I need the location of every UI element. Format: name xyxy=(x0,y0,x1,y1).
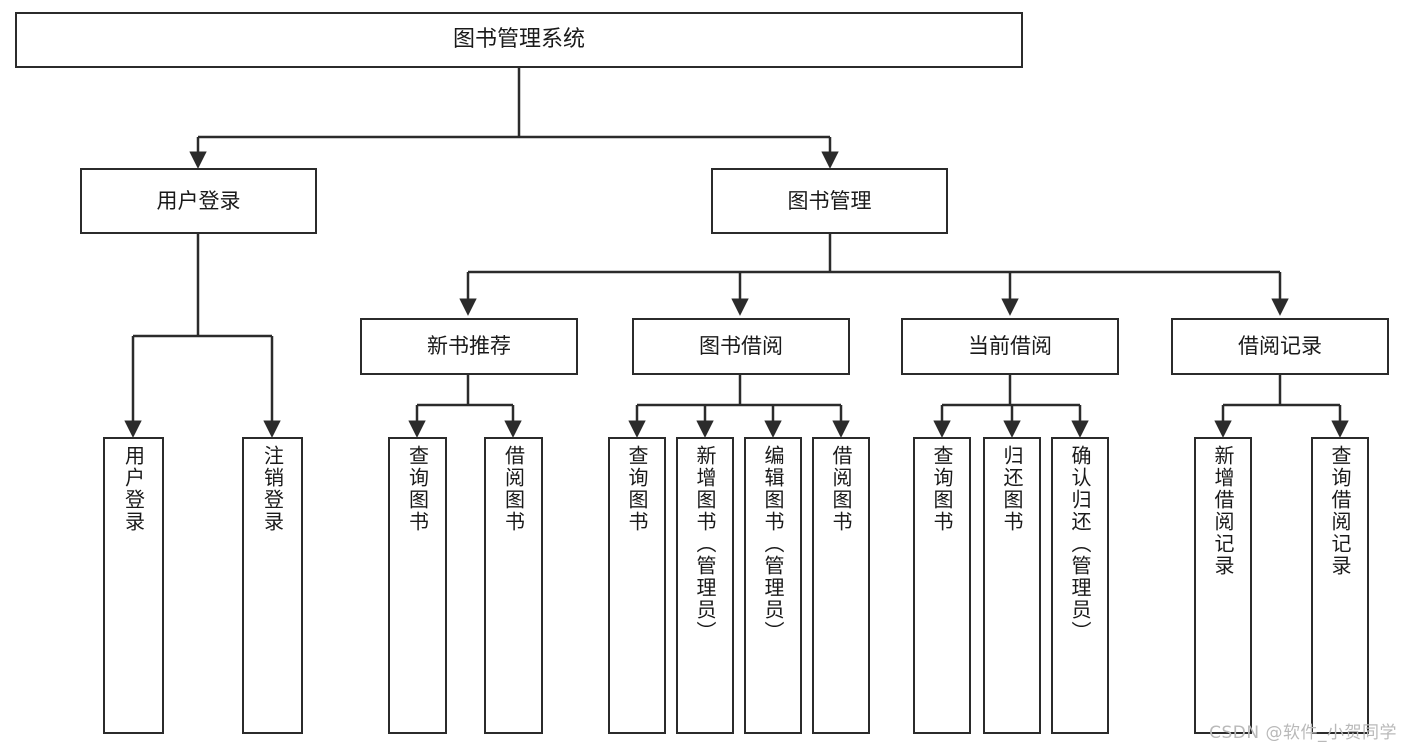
node-leaf-borrow-book-1-label: 借阅图书 xyxy=(501,445,526,533)
node-user-login[interactable]: 用户登录 xyxy=(80,168,317,234)
node-leaf-query-book-2[interactable]: 查询图书 xyxy=(608,437,666,734)
node-book-manage[interactable]: 图书管理 xyxy=(711,168,948,234)
node-book-borrow[interactable]: 图书借阅 xyxy=(632,318,850,375)
node-leaf-add-record[interactable]: 新增借阅记录 xyxy=(1194,437,1252,734)
node-leaf-confirm-return-label: 确认归还（管理员） xyxy=(1068,445,1092,643)
node-leaf-query-book-1[interactable]: 查询图书 xyxy=(388,437,447,734)
node-book-manage-label: 图书管理 xyxy=(787,188,872,213)
node-borrow-record-label: 借阅记录 xyxy=(1238,334,1322,359)
node-leaf-user-login[interactable]: 用户登录 xyxy=(103,437,164,734)
node-leaf-edit-book-label: 编辑图书（管理员） xyxy=(761,445,785,643)
node-leaf-logout[interactable]: 注销登录 xyxy=(242,437,303,734)
node-user-login-label: 用户登录 xyxy=(156,188,241,213)
node-leaf-query-book-3[interactable]: 查询图书 xyxy=(913,437,971,734)
node-current-borrow-label: 当前借阅 xyxy=(968,334,1052,359)
node-leaf-confirm-return[interactable]: 确认归还（管理员） xyxy=(1051,437,1109,734)
node-leaf-user-login-label: 用户登录 xyxy=(121,445,146,533)
node-root-label: 图书管理系统 xyxy=(452,27,585,53)
node-new-book-rec[interactable]: 新书推荐 xyxy=(360,318,578,375)
node-leaf-return-book-label: 归还图书 xyxy=(1000,445,1024,533)
node-leaf-add-book[interactable]: 新增图书（管理员） xyxy=(676,437,734,734)
node-current-borrow[interactable]: 当前借阅 xyxy=(901,318,1119,375)
node-book-borrow-label: 图书借阅 xyxy=(699,334,783,359)
node-root[interactable]: 图书管理系统 xyxy=(15,12,1023,68)
node-leaf-query-record[interactable]: 查询借阅记录 xyxy=(1311,437,1369,734)
node-leaf-query-book-3-label: 查询图书 xyxy=(930,445,954,533)
node-leaf-return-book[interactable]: 归还图书 xyxy=(983,437,1041,734)
node-leaf-query-record-label: 查询借阅记录 xyxy=(1328,445,1352,577)
node-leaf-query-book-2-label: 查询图书 xyxy=(625,445,649,533)
node-leaf-borrow-book-2[interactable]: 借阅图书 xyxy=(812,437,870,734)
node-new-book-rec-label: 新书推荐 xyxy=(427,334,511,359)
node-leaf-borrow-book-1[interactable]: 借阅图书 xyxy=(484,437,543,734)
node-leaf-borrow-book-2-label: 借阅图书 xyxy=(829,445,853,533)
node-leaf-add-record-label: 新增借阅记录 xyxy=(1211,445,1235,577)
node-leaf-logout-label: 注销登录 xyxy=(260,445,285,533)
node-leaf-add-book-label: 新增图书（管理员） xyxy=(693,445,717,643)
node-leaf-edit-book[interactable]: 编辑图书（管理员） xyxy=(744,437,802,734)
node-leaf-query-book-1-label: 查询图书 xyxy=(405,445,430,533)
node-borrow-record[interactable]: 借阅记录 xyxy=(1171,318,1389,375)
